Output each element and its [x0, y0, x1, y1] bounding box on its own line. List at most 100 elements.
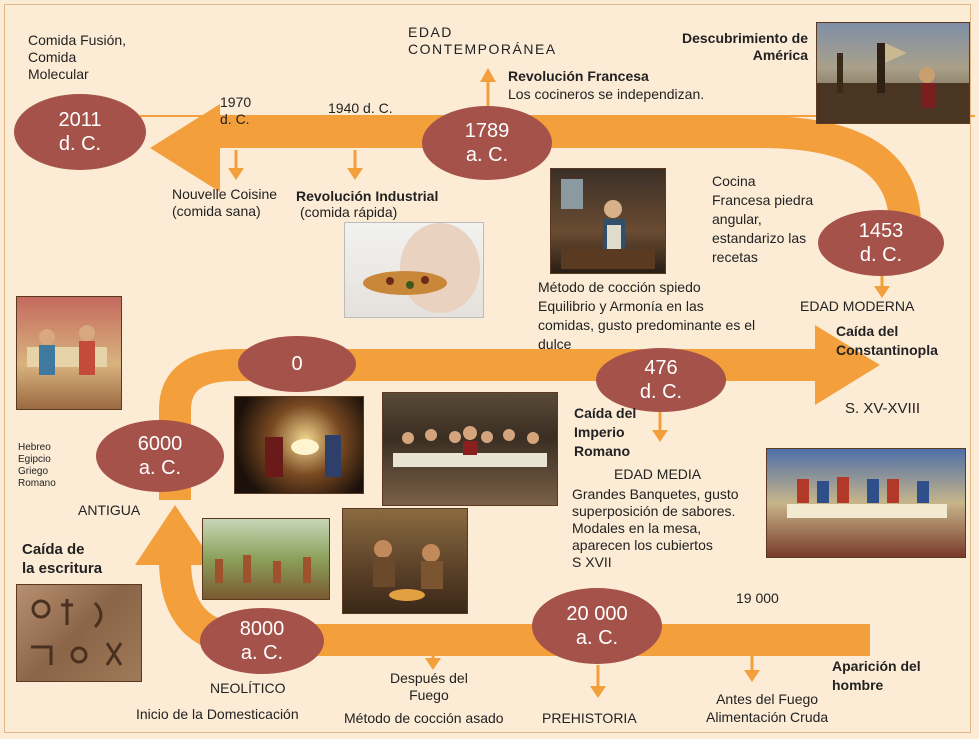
caida-const-line-1: Caída del — [836, 323, 899, 339]
metodo-line-3: comidas, gusto predominante es el — [538, 317, 756, 333]
middle-arrowhead — [815, 325, 880, 405]
rev-francesa-desc: Los cocineros se independizan. — [508, 86, 705, 102]
aparicion-line-1: Aparición del — [832, 658, 921, 674]
cocina-line-1: Cocina — [712, 173, 756, 189]
hieroglyph-image — [16, 584, 142, 682]
banquetes-line-2: superposición de sabores. — [572, 503, 736, 519]
antes-fuego: Antes del Fuego Alimentación Cruda — [706, 690, 828, 726]
aparicion-hombre: Aparición del hombre — [832, 657, 921, 695]
caida-constantinopla: Caída del Constantinopla — [836, 322, 938, 360]
banquetes-line-4: aparecen los cubiertos — [572, 537, 713, 553]
descubrimiento-label: Descubrimiento de América — [660, 30, 808, 64]
farming-image — [202, 518, 330, 600]
metodo-asado: Método de cocción asado — [344, 710, 504, 726]
ellipse-8000-year: 8000 — [239, 618, 285, 640]
banquetes-line-5: S XVII — [572, 554, 612, 570]
y1940-label: 1940 d. C. — [328, 100, 393, 116]
caida-imperio: Caída del Imperio Romano — [574, 404, 636, 461]
ellipse-2011-year: 2011 — [58, 109, 102, 131]
civ-egipcio: Egipcio — [18, 454, 51, 465]
cocina-line-4: estandarizo las — [712, 230, 807, 246]
nouvelle-label: Nouvelle Coisine (comida sana) — [172, 186, 277, 220]
ellipse-476-year: 476 — [644, 357, 678, 379]
edad-contemporanea: EDAD CONTEMPORÁNEA — [408, 24, 557, 58]
domesticacion-label: Inicio de la Domesticación — [136, 706, 299, 722]
cocina-francesa-label: Cocina Francesa piedra angular, estandar… — [712, 172, 813, 267]
cocina-line-5: recetas — [712, 249, 758, 265]
fusion-line-2: Comida — [28, 49, 77, 65]
last-supper-image — [382, 392, 558, 506]
edad-contemporanea-line-1: EDAD — [408, 24, 453, 40]
ellipse-476: 476 d. C. — [596, 348, 726, 412]
cocina-line-3: angular, — [712, 211, 762, 227]
civ-griego: Griego — [18, 466, 49, 477]
antigua-label: ANTIGUA — [78, 502, 141, 518]
descubrimiento-line-1: Descubrimiento de — [681, 30, 808, 46]
metodo-line-1: Método de cocción spiedo — [538, 279, 701, 295]
ellipse-8000-era: a. C. — [240, 642, 284, 664]
ellipse-2011-era: d. C. — [58, 133, 102, 155]
siglos-label: S. XV-XVIII — [845, 400, 921, 417]
middle-arrow-band — [159, 349, 820, 500]
nouvelle-line-1: Nouvelle Coisine — [172, 186, 278, 202]
banquetes-line-3: Modales en la mesa, — [572, 520, 702, 536]
metodo-line-2: Equilibrio y Armonía en las — [538, 298, 704, 314]
rev-industrial-desc: (comida rápida) — [300, 204, 398, 220]
aparicion-line-2: hombre — [832, 677, 884, 693]
despues-line-2: Fuego — [409, 687, 449, 703]
fusion-label: Comida Fusión, Comida Molecular — [28, 32, 126, 83]
medieval-banquet-image — [766, 448, 966, 558]
antes-line-1: Antes del Fuego — [716, 691, 819, 707]
ellipse-6000: 6000 a. C. — [96, 420, 224, 492]
nativity-image — [234, 396, 364, 494]
ellipse-1789-year: 1789 — [464, 120, 510, 142]
pizza-image — [344, 222, 484, 318]
y1970-line-1: 1970 — [220, 94, 252, 110]
ellipse-0-year: 0 — [291, 353, 303, 375]
neolitico-label: NEOLÍTICO — [210, 680, 286, 696]
metodo-spiedo-label: Método de cocción spiedo Equilibrio y Ar… — [538, 278, 755, 354]
caida-escritura-line-2: la escritura — [22, 560, 103, 577]
ellipse-2011: 2011 d. C. — [14, 94, 146, 170]
despues-line-1: Después del — [390, 670, 468, 686]
top-arrowhead — [150, 104, 220, 192]
ellipse-20000-era: a. C. — [575, 627, 619, 649]
rev-francesa-title: Revolución Francesa — [508, 68, 649, 84]
banquetes-line-1: Grandes Banquetes, gusto — [572, 486, 739, 502]
ellipse-1453-era: d. C. — [859, 244, 903, 266]
roman-image — [16, 296, 122, 410]
ellipse-476-era: d. C. — [639, 381, 683, 403]
banquetes-label: Grandes Banquetes, gusto superposición d… — [572, 486, 739, 571]
caida-const-line-2: Constantinopla — [836, 342, 938, 358]
metodo-line-4: dulce — [538, 336, 572, 352]
prehistoria-label: PREHISTORIA — [542, 710, 637, 726]
caida-imperio-line-1: Caída del — [574, 405, 637, 421]
ellipse-0: 0 — [238, 336, 356, 392]
ellipse-6000-year: 6000 — [137, 433, 183, 455]
ellipse-1453-year: 1453 — [858, 220, 904, 242]
civ-romano: Romano — [18, 478, 56, 489]
civ-hebreo: Hebreo — [18, 442, 51, 453]
rev-industrial-title: Revolución Industrial — [296, 188, 439, 204]
civilizaciones-list: Hebreo Egipcio Griego Romano — [18, 442, 56, 490]
ellipse-8000: 8000 a. C. — [200, 608, 324, 674]
nouvelle-line-2: (comida sana) — [172, 203, 261, 219]
cocina-line-2: Francesa piedra — [712, 192, 814, 208]
pointer-arrows — [157, 68, 890, 698]
caida-escritura-line-1: Caída de — [22, 541, 85, 558]
y1970-line-2: d. C. — [220, 111, 250, 127]
ellipse-1789-era: a. C. — [465, 144, 509, 166]
bottom-arrowhead — [135, 505, 215, 565]
caida-imperio-line-2: Imperio — [574, 424, 625, 440]
fusion-line-3: Molecular — [28, 66, 89, 82]
america-image — [816, 22, 970, 124]
caida-escritura: Caída de la escritura — [22, 540, 102, 578]
ellipse-1453: 1453 d. C. — [818, 210, 944, 276]
ellipse-1789: 1789 a. C. — [422, 106, 552, 180]
y1970-label: 1970 d. C. — [220, 94, 251, 128]
edad-contemporanea-line-2: CONTEMPORÁNEA — [408, 41, 557, 57]
caida-imperio-line-3: Romano — [574, 443, 630, 459]
fusion-line-1: Comida Fusión, — [28, 32, 127, 48]
cave-image — [342, 508, 468, 614]
